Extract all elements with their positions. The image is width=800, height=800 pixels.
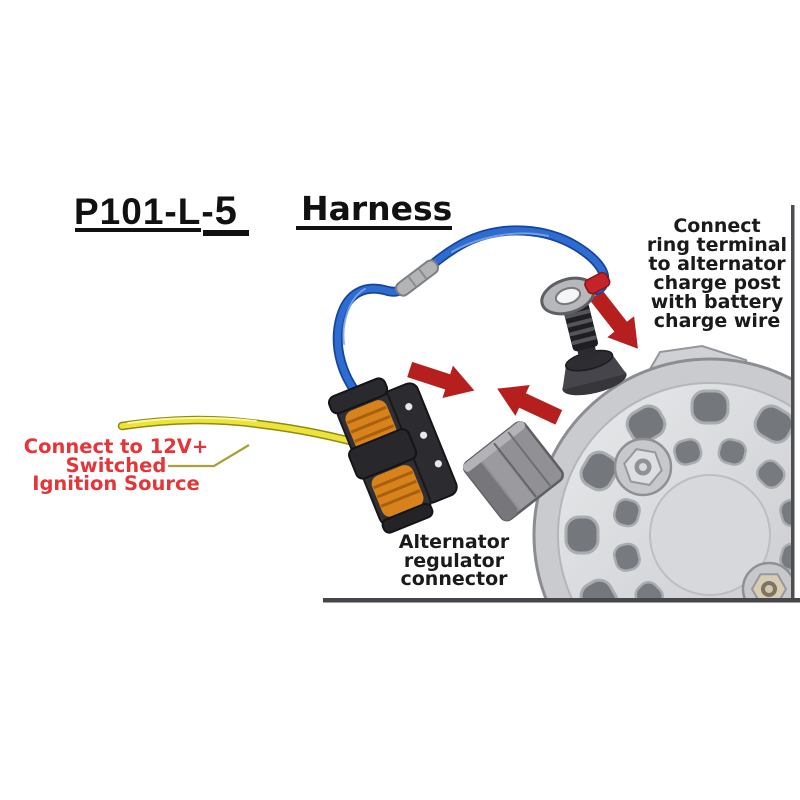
harness-title: Harness: [301, 189, 453, 228]
callout-line: connector: [400, 568, 508, 590]
splice-sleeve: [395, 259, 439, 297]
callout-line: charge wire: [653, 310, 781, 332]
blue-charge-wire: [332, 225, 611, 409]
callout-line: ring terminal: [646, 234, 788, 256]
callout-regulator-connector: Alternator regulator connector: [375, 533, 533, 589]
callout-line: Ignition Source: [32, 472, 200, 495]
callout-ignition-source: Connect to 12V+ Switched Ignition Source: [10, 435, 222, 495]
part-number-suffix-underline: [203, 230, 249, 236]
callout-line: to alternator: [648, 253, 786, 275]
harness-underline: [296, 226, 452, 230]
bolt-icon: [613, 437, 673, 497]
callout-line: Connect: [673, 215, 761, 237]
regulator-socket: [462, 421, 564, 522]
part-number-title: P101-L-5: [74, 189, 238, 234]
bolt-icon: [741, 561, 792, 599]
frame-right-border: [791, 205, 795, 602]
callout-line: charge post: [653, 272, 781, 294]
alternator: [462, 288, 792, 599]
callout-line: Switched: [65, 453, 167, 477]
plug-connector: [327, 377, 458, 534]
part-number-underline: [75, 228, 201, 232]
callout-line: Alternator: [398, 531, 510, 553]
callout-leader-line: [168, 444, 250, 468]
yellow-ignition-wire: [115, 413, 379, 468]
ring-terminal: [540, 276, 596, 316]
alternator-center: [649, 474, 771, 596]
callout-charge-post: Connect ring terminal to alternator char…: [637, 217, 797, 331]
frame-bottom-border: [323, 598, 800, 603]
callout-line: regulator: [403, 549, 505, 572]
crimp-terminal: [584, 271, 611, 295]
callout-line: with battery: [650, 291, 784, 313]
part-number-main: P101-L-: [74, 191, 215, 232]
red-arrow-left-icon: [488, 371, 568, 435]
callout-line: Connect to 12V+: [23, 435, 209, 458]
part-number-suffix: 5: [214, 189, 238, 233]
